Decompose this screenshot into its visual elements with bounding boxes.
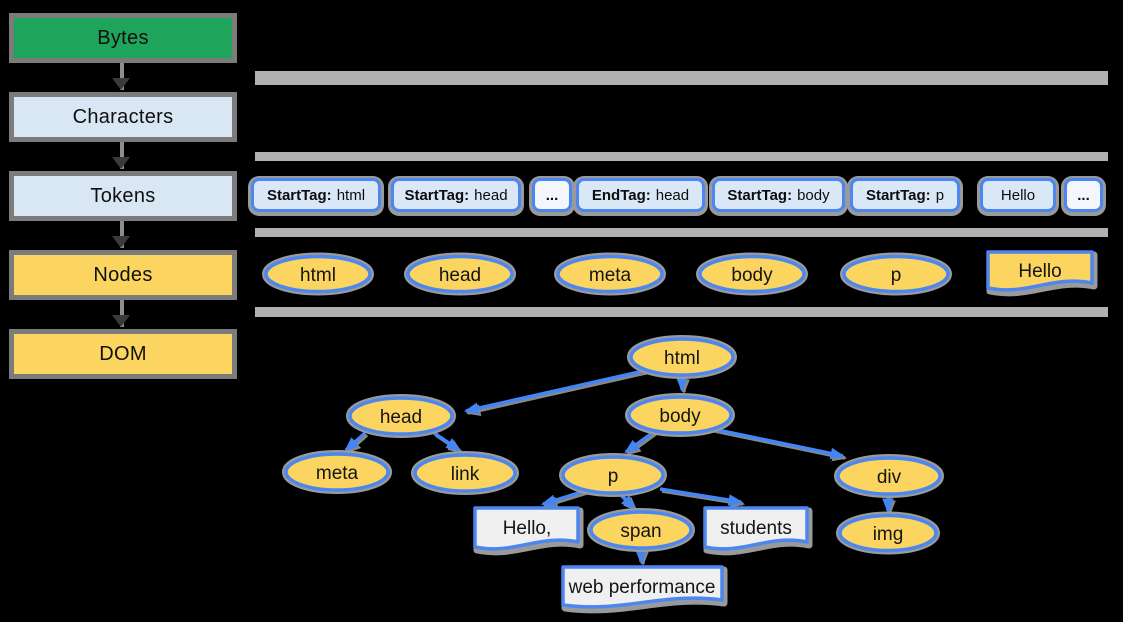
token-value: p <box>935 186 945 204</box>
node-label: link <box>451 464 480 485</box>
node-label: body <box>731 265 773 286</box>
node-label: head <box>380 407 422 428</box>
token-value: Hello <box>1000 186 1036 204</box>
token-chip-ellipsis: ... <box>532 178 572 212</box>
tree-text-node-hello: Hello, <box>473 506 584 556</box>
token-chip-hello: Hello <box>980 178 1056 212</box>
node-label: p <box>891 265 902 286</box>
node-label: web performance <box>568 577 716 598</box>
row-separator-characters <box>255 152 1108 161</box>
dom-tree-nodes: html head body meta link <box>282 335 944 614</box>
stage-characters-label: Characters <box>72 105 174 128</box>
edge-html-head <box>463 368 649 414</box>
token-chip-starttag-p: StartTag: p <box>850 178 960 212</box>
row-separator-nodes <box>255 307 1108 317</box>
tree-node-div: div <box>834 454 944 498</box>
node-label: span <box>620 521 661 542</box>
stage-nodes-label: Nodes <box>93 263 153 286</box>
edge-p-students <box>659 487 744 506</box>
row-separator-tokens <box>255 228 1108 237</box>
token-type: EndTag: <box>591 186 651 204</box>
node-label: html <box>664 348 700 369</box>
token-value: html <box>336 186 366 204</box>
node-label: meta <box>589 265 632 286</box>
tree-node-head: head <box>346 394 456 438</box>
node-ellipse-html: html <box>262 252 374 296</box>
token-value: head <box>474 186 508 204</box>
token-chip-endtag-head: EndTag: head <box>576 178 705 212</box>
tree-node-html: html <box>627 335 737 379</box>
edge-head-meta <box>344 431 367 452</box>
stage-dom-label: DOM <box>99 342 147 365</box>
token-type: StartTag: <box>404 186 470 204</box>
tree-text-node-web-performance: web performance <box>561 565 728 614</box>
stage-bytes-label: Bytes <box>97 26 149 49</box>
node-ellipse-body: body <box>696 252 808 296</box>
tree-node-link: link <box>411 451 519 495</box>
token-type: StartTag: <box>727 186 793 204</box>
tree-node-body: body <box>625 393 735 437</box>
token-chip-starttag-body: StartTag: body <box>712 178 845 212</box>
token-chip-starttag-head: StartTag: head <box>391 178 521 212</box>
dom-tree-edges <box>344 368 894 565</box>
node-ellipse-head: head <box>404 252 516 296</box>
down-arrow-icon <box>112 315 130 327</box>
down-arrow-icon <box>112 157 130 169</box>
node-label: html <box>300 265 336 286</box>
stage-tokens: Tokens <box>9 171 237 221</box>
token-chip-starttag-html: StartTag: html <box>251 178 381 212</box>
node-label: head <box>439 265 481 286</box>
stage-connector-line <box>120 142 124 169</box>
node-label: body <box>659 406 701 427</box>
down-arrow-icon <box>112 78 130 90</box>
token-chip-ellipsis: ... <box>1064 178 1103 212</box>
edge-body-div <box>707 426 846 460</box>
node-label: Hello, <box>503 518 552 539</box>
row-separator-bytes <box>255 71 1108 85</box>
stage-nodes: Nodes <box>9 250 237 300</box>
tree-text-node-students: students <box>703 506 813 556</box>
node-label: div <box>877 467 902 488</box>
token-type: StartTag: <box>266 186 332 204</box>
node-label: img <box>873 524 904 545</box>
token-value: body <box>797 186 830 204</box>
stage-tokens-label: Tokens <box>90 184 156 207</box>
node-label: meta <box>316 463 359 484</box>
nodes-row: html head meta body p <box>262 250 1098 297</box>
stage-dom: DOM <box>9 329 237 379</box>
stage-connector-line <box>120 63 124 90</box>
edge-head-link <box>433 431 461 452</box>
stage-connector-line <box>120 300 124 327</box>
node-ellipse-p: p <box>840 252 952 296</box>
node-ellipse-meta: meta <box>554 252 666 296</box>
token-value: head <box>655 186 690 204</box>
token-value: ... <box>545 186 559 204</box>
stage-connector-line <box>120 221 124 248</box>
stage-bytes: Bytes <box>9 13 237 63</box>
edge-body-p <box>624 429 657 454</box>
token-value: ... <box>1077 186 1090 204</box>
tree-node-span: span <box>587 508 695 552</box>
down-arrow-icon <box>112 236 130 248</box>
edge-p-hello <box>540 489 586 506</box>
tree-node-p: p <box>559 453 667 497</box>
node-label: p <box>608 466 619 487</box>
text-node-hello: Hello <box>986 250 1098 297</box>
tree-node-meta: meta <box>282 450 392 494</box>
stage-characters: Characters <box>9 92 237 142</box>
token-type: StartTag: <box>865 186 931 204</box>
node-label: Hello <box>1018 261 1061 282</box>
node-label: students <box>720 518 792 539</box>
tree-node-img: img <box>836 511 940 555</box>
